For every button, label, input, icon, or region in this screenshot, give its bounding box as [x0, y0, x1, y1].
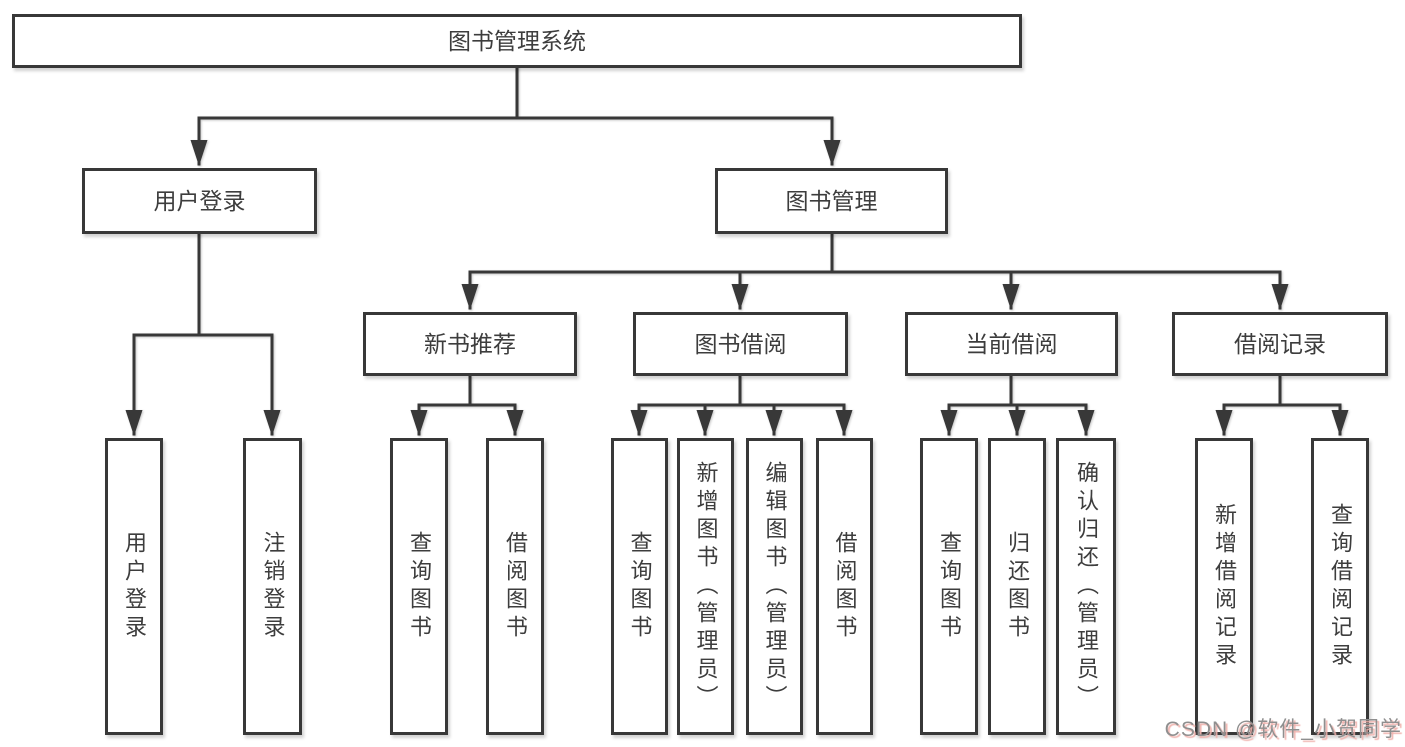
branch-borrowing-records: 借阅记录: [1172, 312, 1388, 376]
leaf-confirm-return-admin: 确认归还（管理员）: [1056, 438, 1116, 735]
leaf-logout: 注销登录: [243, 438, 302, 735]
branch-book-management: 图书管理: [715, 168, 948, 234]
leaf-user-login: 用户登录: [105, 438, 163, 735]
branch-user-login: 用户登录: [82, 168, 317, 234]
leaf-borrow-books-recommend: 借阅图书: [486, 438, 544, 735]
leaf-query-books-current: 查询图书: [920, 438, 978, 735]
leaf-borrow-books-borrowing: 借阅图书: [816, 438, 873, 735]
branch-current-borrowing: 当前借阅: [905, 312, 1118, 376]
csdn-watermark: CSDN @软件_小贺同学: [1164, 718, 1402, 741]
branch-book-borrowing: 图书借阅: [633, 312, 848, 376]
leaf-edit-books-admin: 编辑图书（管理员）: [746, 438, 803, 735]
leaf-add-books-admin: 新增图书（管理员）: [677, 438, 734, 735]
leaf-query-borrow-record: 查询借阅记录: [1311, 438, 1369, 735]
leaf-query-books-recommend: 查询图书: [390, 438, 448, 735]
leaf-add-borrow-record: 新增借阅记录: [1195, 438, 1253, 735]
node-root-system: 图书管理系统: [12, 14, 1022, 68]
branch-new-book-recommend: 新书推荐: [363, 312, 577, 376]
leaf-return-books: 归还图书: [988, 438, 1046, 735]
leaf-query-books-borrowing: 查询图书: [611, 438, 668, 735]
